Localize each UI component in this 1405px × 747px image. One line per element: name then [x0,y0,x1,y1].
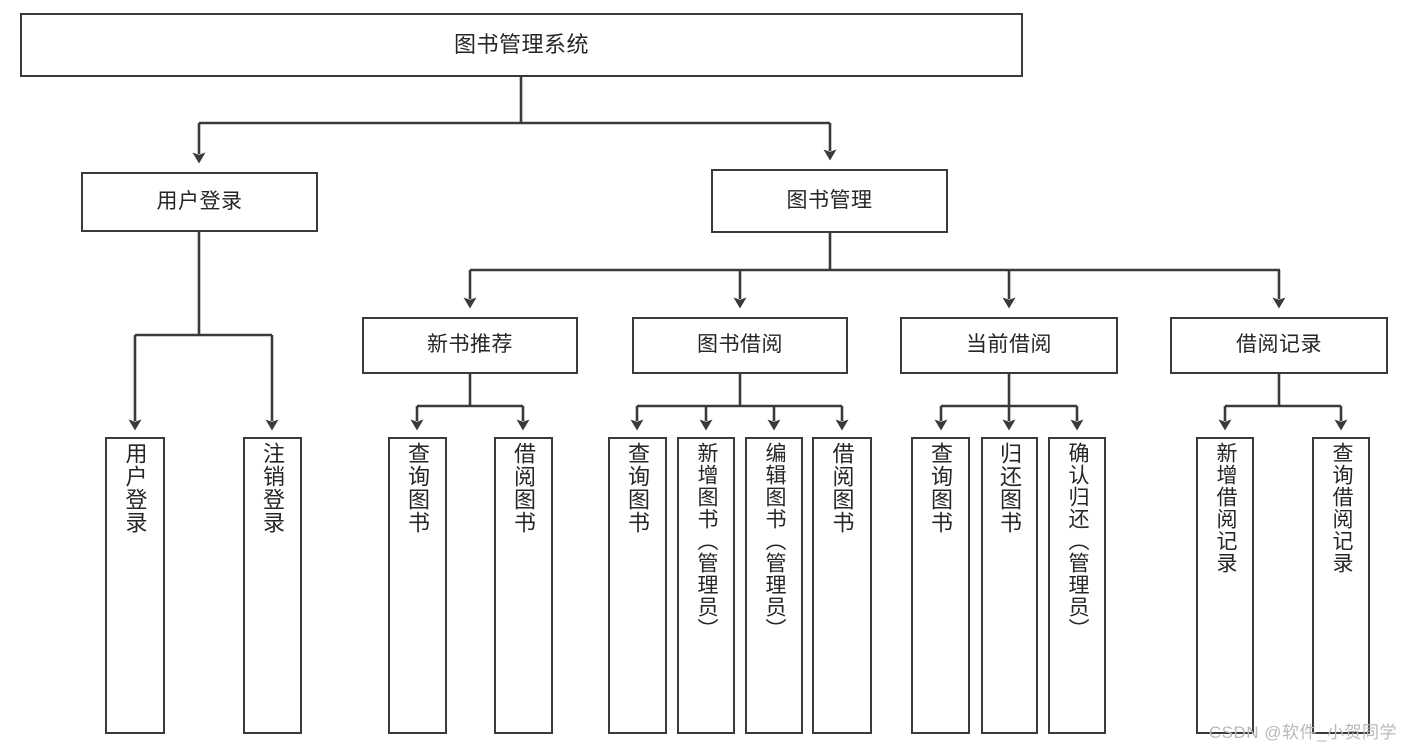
node-label: 新增借阅记录 [1214,442,1238,574]
node-label: 归还图书 [997,442,1023,534]
node-label: 新书推荐 [427,333,513,357]
node-leaf-query-book-current[interactable]: 查询图书 [911,437,970,734]
node-leaf-query-borrow-record[interactable]: 查询借阅记录 [1312,437,1370,734]
node-label: 当前借阅 [966,333,1052,357]
node-label: 图书管理 [786,188,873,212]
node-leaf-borrow-book-recommend[interactable]: 借阅图书 [494,437,553,734]
node-label: 借阅记录 [1236,333,1322,357]
node-label: 确认归还（管理员） [1066,442,1090,640]
node-leaf-add-borrow-record[interactable]: 新增借阅记录 [1196,437,1254,734]
node-leaf-add-book-admin[interactable]: 新增图书（管理员） [677,437,735,734]
node-label: 编辑图书（管理员） [763,442,787,640]
node-leaf-edit-book-admin[interactable]: 编辑图书（管理员） [745,437,803,734]
node-label: 图书管理系统 [453,32,589,58]
node-book-borrow[interactable]: 图书借阅 [632,317,848,374]
node-label: 查询图书 [625,442,651,534]
node-label: 新增图书（管理员） [695,442,719,640]
node-label: 借阅图书 [511,442,537,534]
node-borrow-record[interactable]: 借阅记录 [1170,317,1388,374]
node-label: 查询图书 [405,442,431,534]
node-leaf-query-book-borrow[interactable]: 查询图书 [608,437,667,734]
node-leaf-borrow-book[interactable]: 借阅图书 [812,437,872,734]
node-label: 图书借阅 [697,333,783,357]
node-book-management[interactable]: 图书管理 [711,169,948,233]
node-leaf-user-login[interactable]: 用户登录 [105,437,165,734]
node-root-library-system[interactable]: 图书管理系统 [20,13,1023,77]
node-leaf-return-book[interactable]: 归还图书 [981,437,1038,734]
node-label: 用户登录 [156,189,243,213]
node-label: 查询图书 [928,442,954,534]
node-label: 借阅图书 [829,442,855,534]
node-leaf-confirm-return-admin[interactable]: 确认归还（管理员） [1048,437,1106,734]
node-user-login[interactable]: 用户登录 [81,172,318,232]
node-label: 用户登录 [122,442,148,534]
node-label: 注销登录 [260,442,286,534]
csdn-watermark: CSDN @软件_小贺同学 [1208,723,1397,742]
node-new-book-recommend[interactable]: 新书推荐 [362,317,578,374]
node-label: 查询借阅记录 [1330,442,1354,574]
node-current-borrow[interactable]: 当前借阅 [900,317,1118,374]
node-leaf-logout[interactable]: 注销登录 [243,437,302,734]
node-leaf-query-book-recommend[interactable]: 查询图书 [388,437,447,734]
